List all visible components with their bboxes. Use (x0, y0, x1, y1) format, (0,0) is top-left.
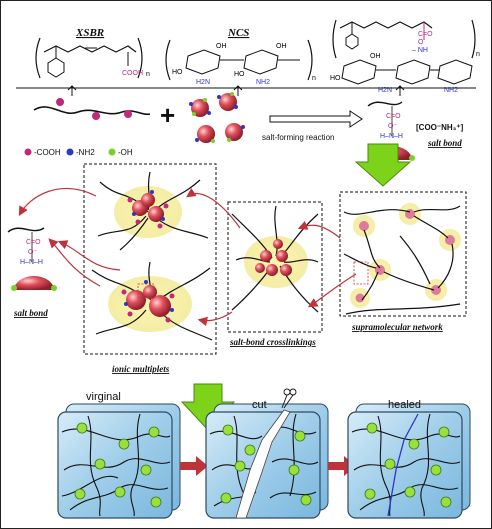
oh-text-3: OH (370, 53, 381, 60)
plus-sign: + (160, 100, 175, 130)
c-o-detail: C=O (386, 113, 401, 120)
salt-bond-label-top: salt bond (427, 138, 462, 148)
virginal-block: virginal (57, 391, 181, 519)
legend-nh2-marker (66, 148, 74, 156)
ncs-label: NCS (227, 27, 249, 39)
ho-text-2: HO (234, 71, 245, 78)
nh3-detail: H–N–H (380, 133, 403, 140)
oh-text-1: OH (216, 43, 227, 50)
salt-bond-label-left: salt bond (13, 308, 48, 318)
up-arrow-markers (67, 85, 405, 96)
arrow-to-cut (180, 456, 208, 476)
ncs-nanoparticles (189, 92, 245, 143)
ionic-multiplets-label: ionic multiplets (112, 364, 170, 374)
h2n-text-2: H2N (378, 87, 392, 94)
salt-product-structure: C=O O – NH H2N NH2 HO OH n (330, 19, 480, 94)
nh2-text-2: NH2 (444, 87, 458, 94)
subscript-n-xsbr: n (146, 71, 150, 78)
red-curved-arrows (18, 187, 357, 327)
cooh-group-text: COOH (122, 70, 143, 77)
salt-forming-label: salt-forming reaction (262, 133, 334, 142)
legend-nh2-label: -NH2 (76, 148, 95, 157)
salt-bond-crosslinkings-label: salt-bond crosslinkings (229, 337, 316, 347)
supramolecular-network-box (339, 191, 467, 317)
healed-label: healed (388, 399, 421, 411)
xsbr-label: XSBR (75, 27, 104, 39)
healed-block: healed (347, 399, 471, 519)
subscript-n-salt: n (476, 51, 480, 58)
supramolecular-network-label: supramolecular network (351, 322, 443, 332)
legend-oh-marker (108, 148, 116, 156)
supramolecular-network (343, 203, 461, 315)
ho-text-3: HO (330, 75, 341, 82)
ionic-multiplets-box (83, 163, 217, 355)
legend-cooh-marker (24, 148, 32, 156)
salt-bond-crosslinkings-box (227, 201, 323, 333)
cut-block: cut (205, 388, 329, 519)
ammonium-n: – NH (412, 47, 428, 54)
healed-seam (387, 413, 419, 517)
xsbr-structure: COOH XSBR n (35, 27, 150, 79)
ho-text-1: HO (172, 69, 183, 76)
legend: -COOH -NH2 -OH (24, 148, 133, 157)
virginal-label: virginal (86, 391, 121, 403)
oh-text-2: OH (276, 43, 287, 50)
ncs-structure: NCS OH OH HO HO H2N NH2 n (165, 27, 316, 86)
salt-bond-formula: [COO⁻NH₃⁺] (416, 123, 464, 132)
nh2-text-1: NH2 (256, 79, 270, 86)
carboxylate-o: O (418, 39, 424, 46)
c-o-left: C=O (26, 239, 41, 246)
ionic-cluster-lower (91, 261, 213, 341)
salt-forming-arrow: salt-forming reaction (262, 110, 363, 142)
green-arrow-top (354, 143, 412, 187)
subscript-n-ncs: n (312, 75, 316, 82)
o-minus-left: O⁻ (28, 249, 37, 256)
salt-bond-detail-left: C=O O⁻ H–N–H salt bond (7, 227, 57, 318)
o-minus-detail: O⁻ (388, 123, 397, 130)
legend-cooh-label: -COOH (34, 148, 61, 157)
xsbr-chain-cartoon (33, 98, 151, 120)
h2n-text-1: H2N (196, 79, 210, 86)
cut-gap (235, 409, 291, 519)
carbonyl-c: C=O (418, 31, 433, 38)
cut-label: cut (252, 399, 267, 411)
nh3-left: H–N–H (20, 259, 43, 266)
crosslink-cluster (231, 205, 319, 313)
scissors-icon (281, 388, 297, 409)
legend-oh-label: -OH (118, 148, 133, 157)
ionic-cluster-upper (97, 171, 209, 251)
